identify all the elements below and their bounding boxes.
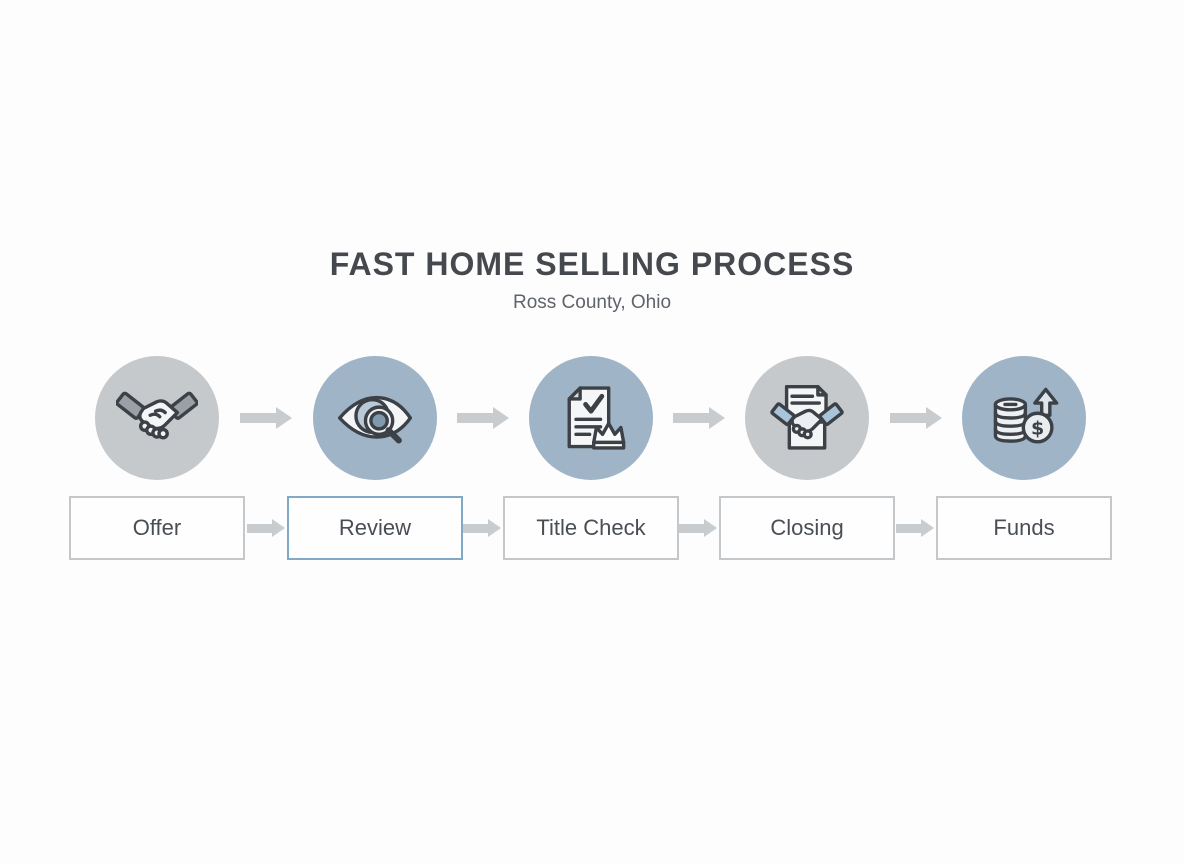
arrow-right-icon bbox=[457, 407, 509, 429]
step-circle-title-check bbox=[529, 356, 653, 480]
handshake-icon bbox=[116, 391, 198, 440]
step-box-title-check: Title Check bbox=[503, 496, 679, 560]
arrow-right-icon bbox=[463, 519, 501, 537]
coins-dollar-growth-icon: $ bbox=[993, 387, 1059, 444]
step-label: Closing bbox=[770, 515, 844, 540]
eye-magnifier-icon bbox=[337, 395, 413, 444]
page-title: FAST HOME SELLING PROCESS bbox=[329, 246, 855, 282]
step-box-offer: Offer bbox=[69, 496, 245, 560]
step-box-closing: Closing bbox=[719, 496, 895, 560]
arrow-right-icon bbox=[247, 519, 285, 537]
step-circle-review bbox=[313, 356, 437, 480]
svg-text:$: $ bbox=[1031, 417, 1044, 439]
step-circle-offer bbox=[95, 356, 219, 480]
step-label: Review bbox=[338, 515, 412, 540]
step-label: Title Check bbox=[536, 515, 646, 540]
step-circle-closing bbox=[745, 356, 869, 480]
page-subtitle: Ross County, Ohio bbox=[512, 292, 672, 313]
arrow-right-icon bbox=[240, 407, 292, 429]
contract-handshake-icon bbox=[770, 385, 844, 450]
step-label: Offer bbox=[132, 515, 182, 540]
step-box-funds: Funds bbox=[936, 496, 1112, 560]
document-check-crown-icon bbox=[567, 386, 626, 450]
arrow-right-icon bbox=[679, 519, 717, 537]
arrow-right-icon bbox=[673, 407, 725, 429]
arrow-right-icon bbox=[896, 519, 934, 537]
step-label: Funds bbox=[993, 515, 1055, 540]
step-circle-funds: $ bbox=[962, 356, 1086, 480]
step-box-review: Review bbox=[287, 496, 463, 560]
arrow-right-icon bbox=[890, 407, 942, 429]
